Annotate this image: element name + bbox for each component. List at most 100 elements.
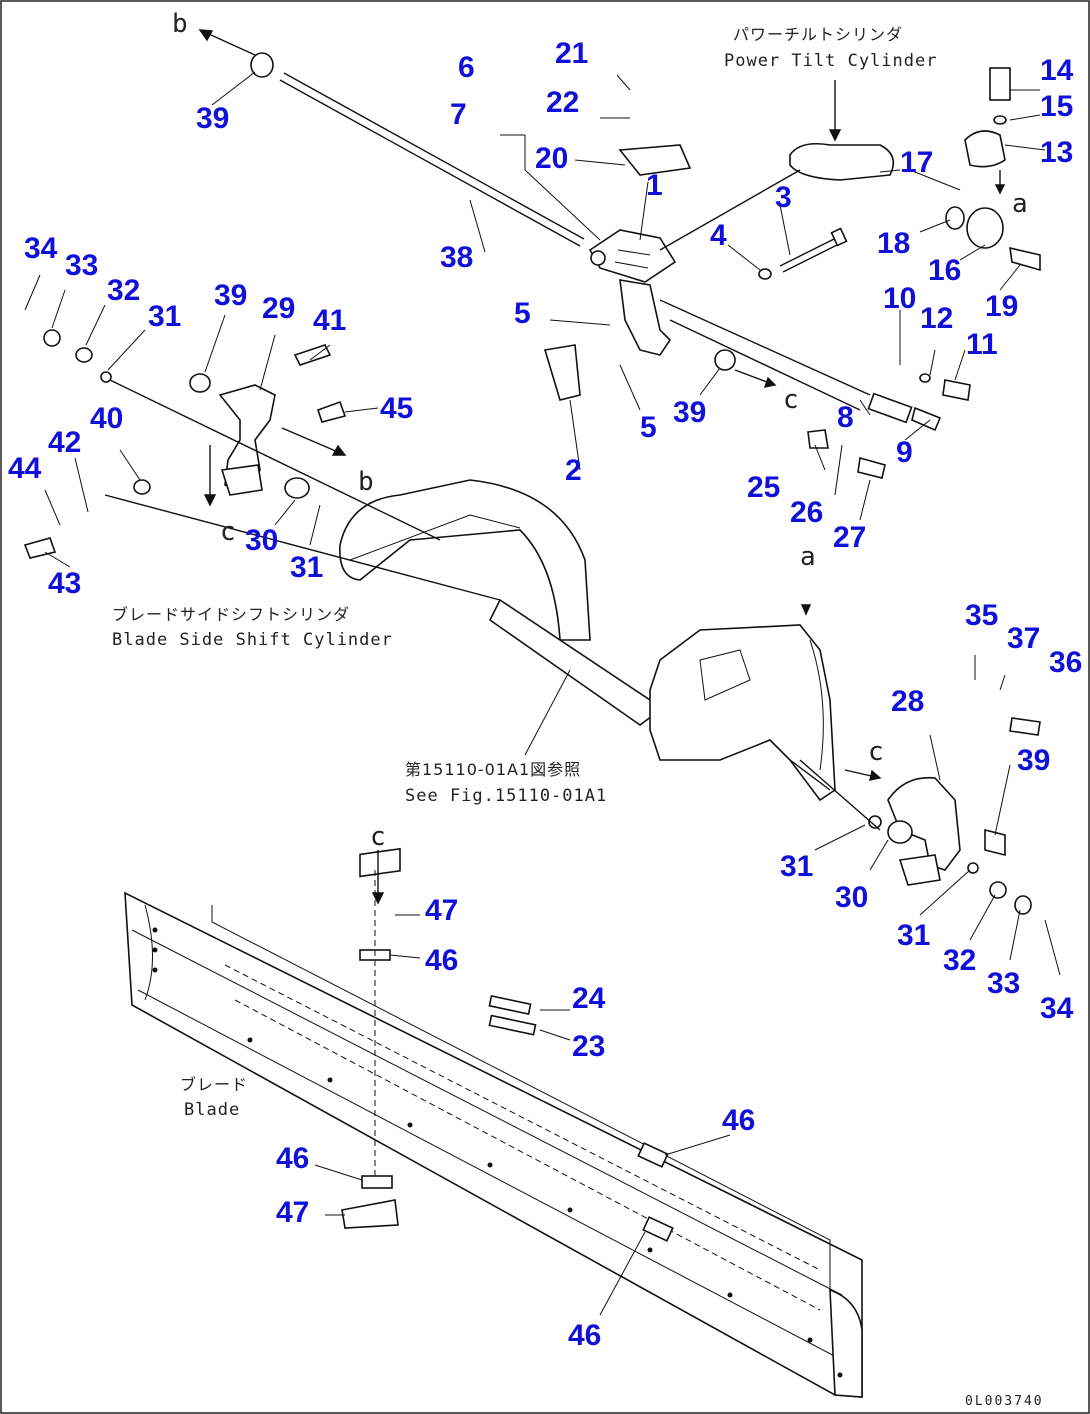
rod-38 [279,72,585,247]
part-number-8: 8 [837,401,854,434]
part-number-33-right: 33 [987,967,1020,1000]
part-number-46-top: 46 [425,944,458,977]
ref-b-top: b [172,9,188,39]
part-number-34-right: 34 [1040,992,1074,1025]
bushing-39-top [250,52,274,78]
side-shift-cylinder-line [104,494,501,601]
part-number-33-left: 33 [65,249,98,282]
part-number-45: 45 [380,392,413,425]
part-number-41: 41 [313,304,346,337]
blade-label-en: Blade [184,1100,240,1120]
part-number-46-bottom: 46 [568,1319,601,1352]
part-number-15: 15 [1040,90,1073,123]
part-number-35: 35 [965,599,998,632]
part-number-18: 18 [877,227,910,260]
part-number-6: 6 [458,51,475,84]
part-number-25: 25 [747,471,780,504]
cap-13 [964,130,1006,168]
part-number-30-right: 30 [835,881,868,914]
blade-assembly [124,891,863,1398]
part-number-39-left: 39 [214,279,247,312]
power-tilt-label-jp: パワーチルトシリンダ [733,25,903,44]
part-number-24: 24 [572,982,606,1015]
part-number-19: 19 [985,290,1018,323]
power-tilt-label-en: Power Tilt Cylinder [724,51,937,71]
ref-c-left: c [220,517,236,547]
side-shift-cylinder-bracket [189,344,347,499]
washer-32-left [75,347,93,363]
washer-31-left [100,371,112,383]
washer-15 [993,115,1007,125]
part-number-31-mid: 31 [290,551,323,584]
part-number-47-top: 47 [425,894,458,927]
part-number-42: 42 [48,426,81,459]
part-number-38: 38 [440,241,473,274]
part-number-22: 22 [546,86,579,119]
part-number-4: 4 [710,219,727,252]
ref-c-mid: c [783,385,799,415]
ring-18 [945,206,965,230]
part-number-3: 3 [775,181,792,214]
ref-c-blade: c [370,822,386,852]
fitting-9 [911,406,942,432]
ref-a-mid: a [800,542,816,572]
shims [341,847,537,1229]
fitting-19 [1009,246,1041,272]
part-number-23: 23 [572,1030,605,1063]
side-shift-label-jp: ブレードサイドシフトシリンダ [112,605,350,624]
part-number-5-top: 5 [514,297,531,330]
part-number-39-mid: 39 [673,396,706,429]
leader-lines [24,71,1061,1316]
part-number-46-right: 46 [722,1104,755,1137]
ref-c-right: c [868,737,884,767]
part-number-29: 29 [262,292,295,325]
part-number-30-left: 30 [245,524,278,557]
part-number-31-lower: 31 [897,919,930,952]
blade-label-jp: ブレード [180,1075,248,1094]
bolt-11 [942,379,971,401]
nut-33-left [43,329,61,347]
part-numbers: 39 6 7 21 22 20 1 38 3 4 17 14 15 13 18 … [8,37,1082,1352]
part-number-37: 37 [1007,622,1040,655]
bolt-3 [779,227,848,273]
part-number-47-bottom: 47 [276,1196,309,1229]
part-number-46-left: 46 [276,1142,309,1175]
bushing-16 [966,207,1004,249]
part-number-13: 13 [1040,136,1073,169]
part-number-39-right: 39 [1017,744,1050,777]
part-number-26: 26 [790,496,823,529]
part-number-31-right: 31 [780,850,813,883]
part-number-10: 10 [883,282,916,315]
side-shift-label-en: Blade Side Shift Cylinder [112,630,393,650]
part-number-34-left: 34 [24,232,58,265]
washer-40 [133,479,151,495]
part-number-5-bottom: 5 [640,411,657,444]
top-bracket-1 [588,229,677,356]
see-fig-label-jp: 第15110-01A1図参照 [405,760,581,779]
washer-4 [758,268,772,280]
ref-b-mid: b [358,467,374,497]
part-number-32-right: 32 [943,944,976,977]
part-number-28: 28 [891,685,924,718]
bracket-20 [618,144,692,176]
part-number-27: 27 [833,521,866,554]
bushing-39-mid [714,349,736,371]
part-number-12: 12 [920,302,953,335]
drawing-code: 0L003740 [965,1394,1044,1409]
part-number-31-left: 31 [148,300,181,333]
part-number-17: 17 [900,146,933,179]
part-number-20: 20 [535,142,568,175]
reference-arrows [198,29,1006,905]
clip-25 [807,429,829,449]
part-number-21: 21 [555,37,588,70]
power-tilt-cylinder [659,142,895,411]
pin-8 [867,392,913,424]
part-number-43: 43 [48,567,81,600]
ref-a-right: a [1012,189,1028,219]
part-number-16: 16 [928,254,961,287]
part-number-36: 36 [1049,646,1082,679]
blade-frame [339,479,836,802]
